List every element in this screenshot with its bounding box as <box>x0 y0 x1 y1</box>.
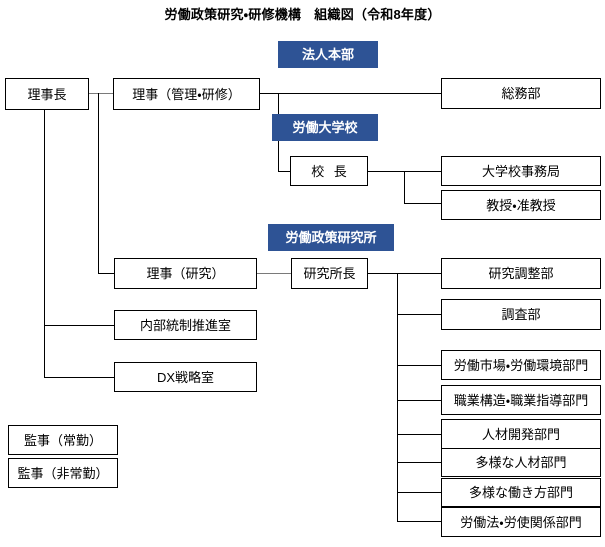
connector-director-admin-to-somubu <box>260 93 441 94</box>
connector-kenkyushocho-out <box>368 273 441 274</box>
node-auditor-parttime[interactable]: 監事（非常勤） <box>8 458 118 488</box>
connector-trunk-to-unit-6 <box>397 462 441 463</box>
connector-spine-to-director-research <box>98 273 114 274</box>
node-kocho[interactable]: 校 長 <box>290 156 368 186</box>
connector-trunk-to-unit-7 <box>397 492 441 493</box>
connector-president-to-director-admin <box>89 93 113 94</box>
node-kenkyu-unit-6[interactable]: 多様な人材部門 <box>441 448 601 477</box>
connector-trunk-to-unit-4 <box>397 400 441 401</box>
node-auditor-fulltime[interactable]: 監事（常勤） <box>8 425 118 455</box>
node-naibu-toseishitsu[interactable]: 内部統制推進室 <box>114 310 257 340</box>
node-kenkyu-unit-3[interactable]: 労働市場・労働環境部門 <box>441 350 601 380</box>
node-director-research[interactable]: 理事（研究） <box>114 258 257 289</box>
connector-kocho-spine <box>404 171 405 203</box>
node-kenkyushocho[interactable]: 研究所長 <box>291 258 368 289</box>
node-kenkyu-unit-7[interactable]: 多様な働き方部門 <box>441 478 601 507</box>
node-kenkyu-unit-5[interactable]: 人材開発部門 <box>441 419 601 449</box>
connector-to-dx-senryakushitsu <box>44 377 114 378</box>
node-dx-senryakushitsu[interactable]: DX戦略室 <box>114 362 257 392</box>
page-title: 労働政策研究・研修機構 組織図（令和8年度） <box>164 7 441 22</box>
connector-trunk-to-unit-8 <box>397 521 441 522</box>
connector-director-research-to-kenkyushocho <box>257 273 291 274</box>
connector-kocho-to-kyoju <box>404 203 441 204</box>
node-kenkyu-unit-4[interactable]: 職業構造・職業指導部門 <box>441 385 601 415</box>
node-daigaku-jimukyoku[interactable]: 大学校事務局 <box>441 156 601 186</box>
node-somubu[interactable]: 総務部 <box>441 78 601 109</box>
section-badge-daigaku: 労働大学校 <box>272 114 378 141</box>
section-badge-honbu: 法人本部 <box>278 41 378 68</box>
connector-trunk-to-unit-5 <box>397 434 441 435</box>
connector-director-admin-to-kocho <box>278 171 291 172</box>
connector-kenkyu-department-trunk <box>397 273 398 521</box>
node-kyoju-junkyoju[interactable]: 教授・准教授 <box>441 190 601 220</box>
section-badge-kenkyu: 労働政策研究所 <box>268 224 394 251</box>
node-president[interactable]: 理事長 <box>5 78 89 110</box>
node-director-admin[interactable]: 理事（管理・研修） <box>113 78 260 110</box>
node-kenkyu-unit-8[interactable]: 労働法・労使関係部門 <box>441 507 601 537</box>
connector-spine-directors <box>98 93 99 273</box>
connector-trunk-to-unit-2 <box>397 314 441 315</box>
node-kenkyu-unit-1[interactable]: 研究調整部 <box>441 258 601 289</box>
connector-spine-president-units <box>44 110 45 377</box>
node-kenkyu-unit-2[interactable]: 調査部 <box>441 299 601 330</box>
connector-to-naibu-toseishitsu <box>44 325 114 326</box>
connector-trunk-to-unit-3 <box>397 365 441 366</box>
